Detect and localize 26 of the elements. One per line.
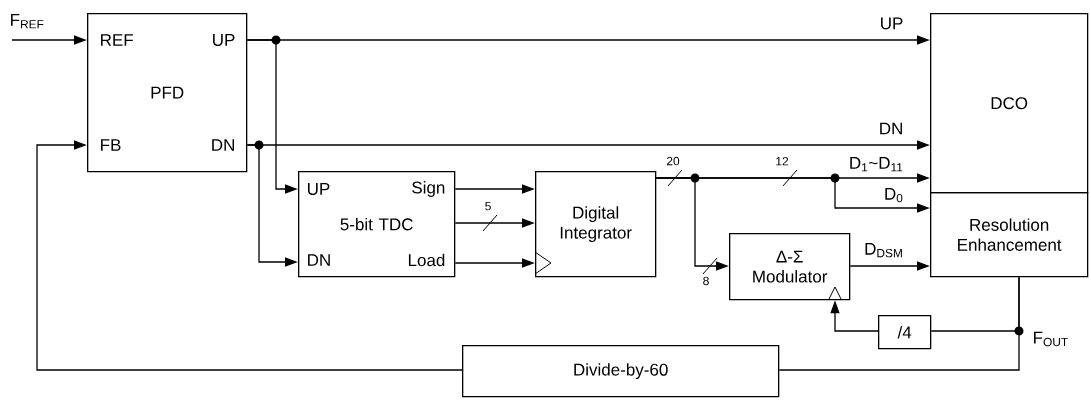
port-label: FB <box>101 139 121 151</box>
block-box: DCO <box>930 13 1089 194</box>
bus-width-label: 12 <box>776 156 789 166</box>
port-label: DN <box>308 254 330 266</box>
arrow <box>36 140 463 371</box>
block-box: Δ-Σ Modulator <box>729 233 851 301</box>
port-label: REF <box>101 34 133 46</box>
block-box: Divide-by-60 <box>462 345 780 398</box>
edge-label: DN <box>877 121 905 136</box>
bus-width-label: 20 <box>666 156 680 166</box>
port-label: Load <box>408 253 445 267</box>
block-box: Digital Integrator <box>535 171 657 278</box>
edge-label: D$_{DSM}$ <box>863 241 905 259</box>
edge-label: D$_{1}$~D$_{11}$ <box>847 156 905 173</box>
port-label: Sign <box>412 181 445 197</box>
port-label: DN <box>212 139 234 151</box>
port-label: UP <box>213 34 235 46</box>
signal-label: F$_{OUT}$ <box>1034 331 1068 347</box>
block-box: /4 <box>878 315 932 350</box>
edge-label: D$_{0}$ <box>882 186 905 204</box>
port-label: UP <box>308 183 330 195</box>
block-box: Resolution Enhancement <box>930 192 1089 278</box>
edge-label: UP <box>878 16 905 31</box>
edge-label: 8 <box>701 275 711 287</box>
edge-label: 5 <box>483 200 493 212</box>
signal-label: F$_{REF}$ <box>11 14 44 29</box>
